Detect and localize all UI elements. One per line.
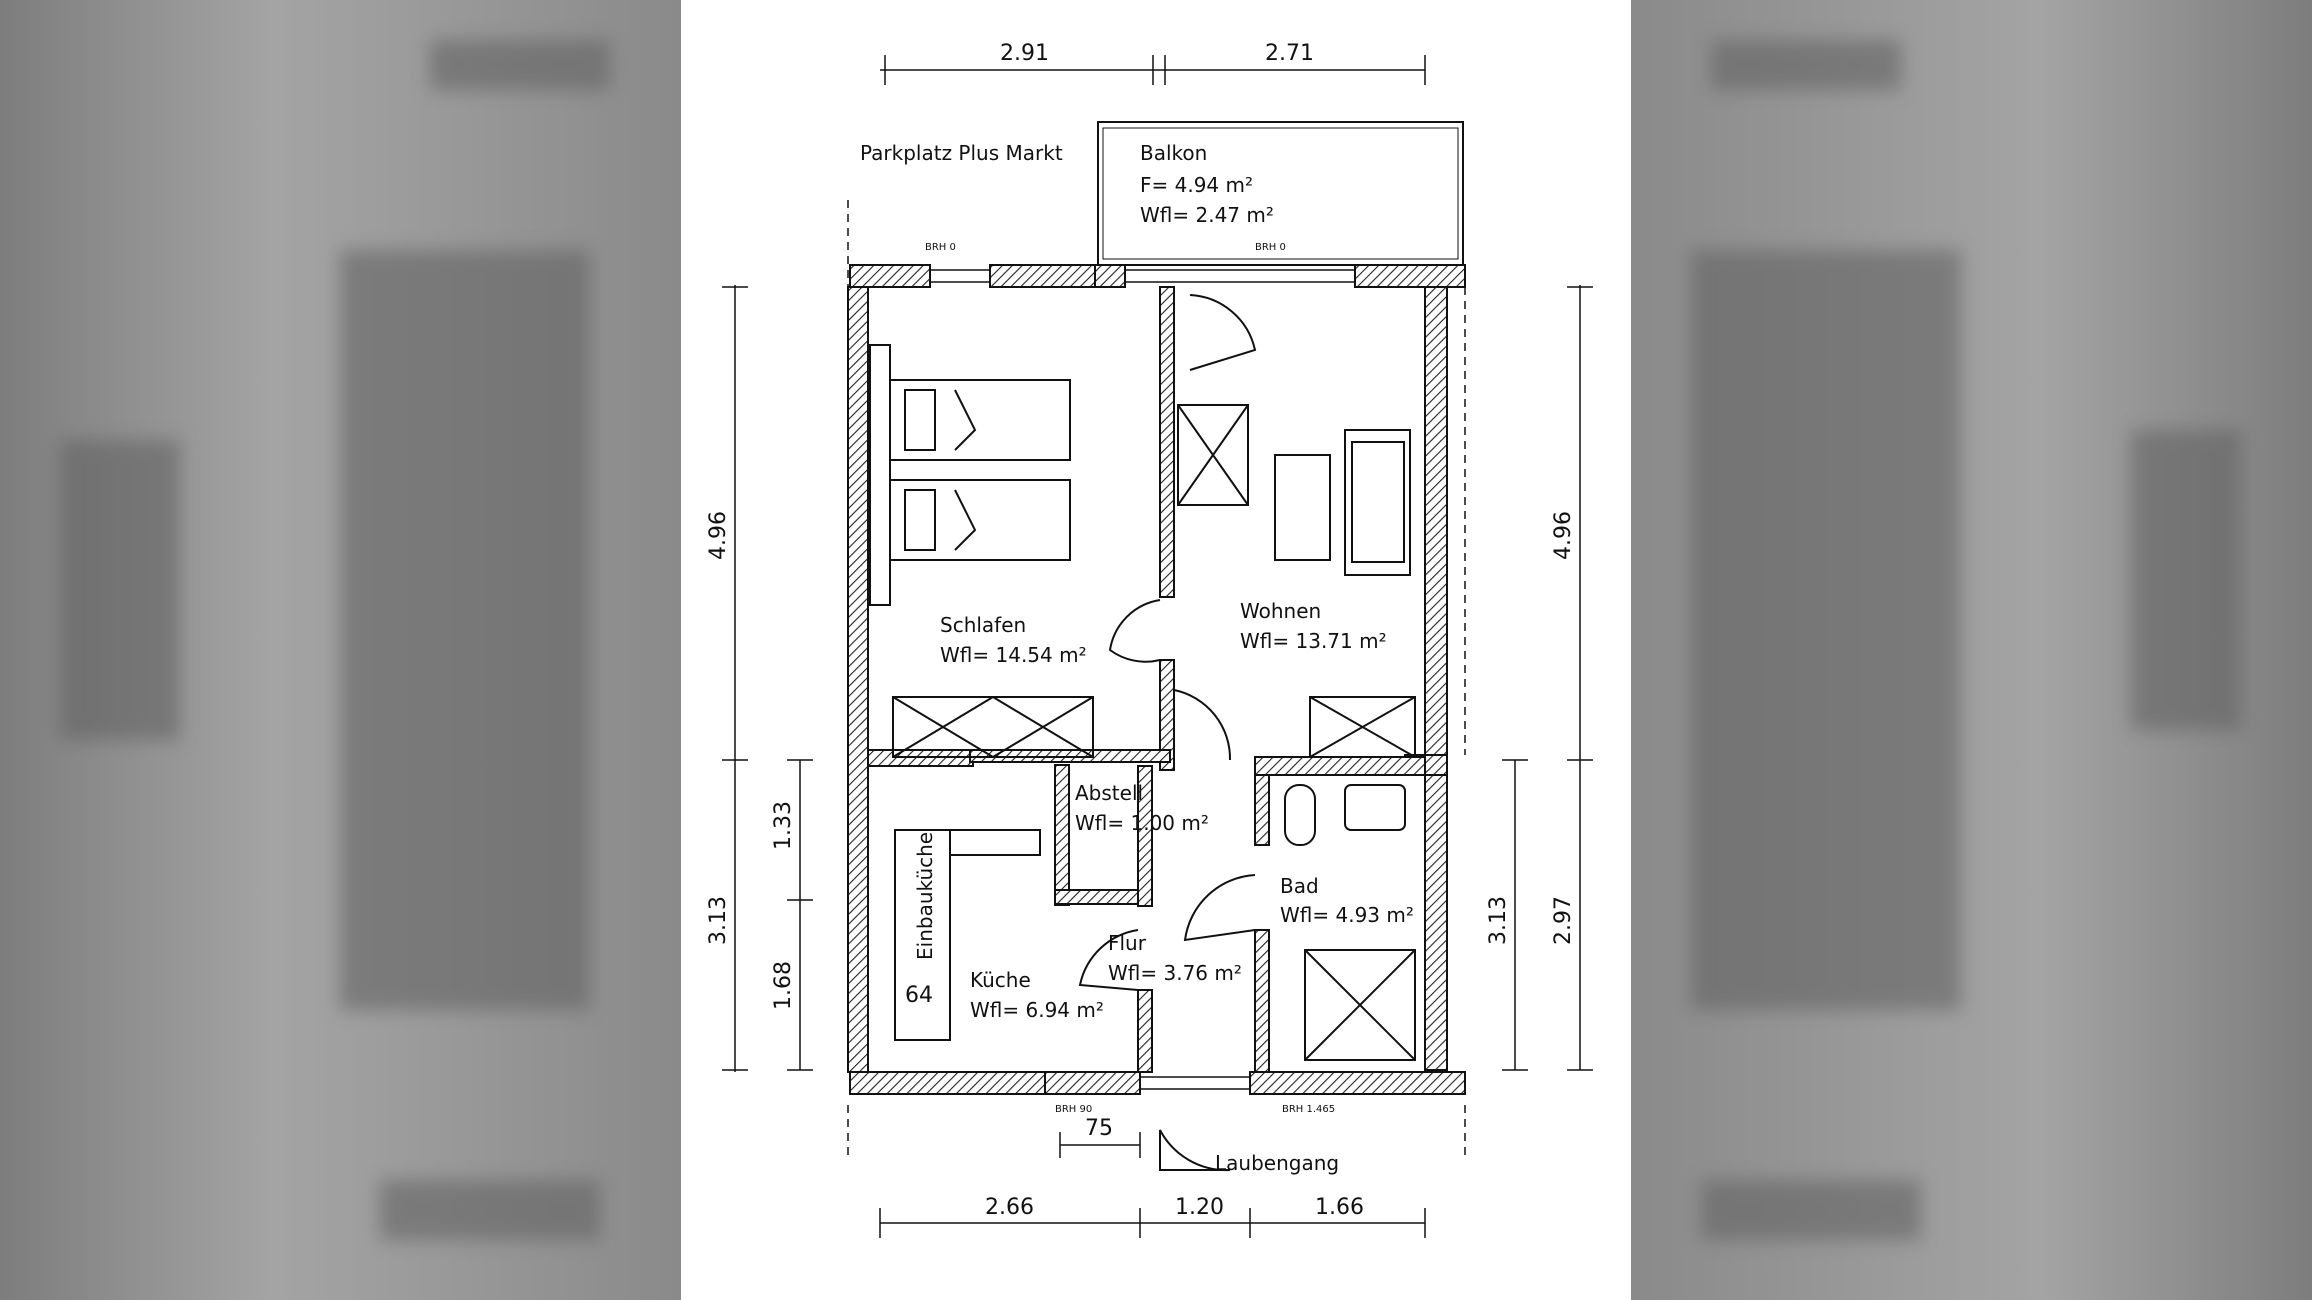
room-flur-area: Wfl= 3.76 m²	[1108, 961, 1242, 985]
interior-walls	[867, 286, 1426, 1073]
doors	[1078, 294, 1257, 1172]
room-bad-name: Bad	[1280, 874, 1319, 898]
blurred-plan-shape	[380, 1180, 600, 1240]
walkway-label: Laubengang	[1215, 1151, 1339, 1175]
room-abstell-area: Wfl= 1.00 m²	[1075, 811, 1209, 835]
dimension-lines	[722, 55, 1593, 1238]
floor-plan-sheet: 2.91 2.71 2.66 1.20 1.66 75 64 4.96 3.13…	[681, 0, 1631, 1300]
dim-counter: 64	[905, 983, 933, 1008]
blurred-background-left	[0, 0, 681, 1300]
kitchenette-label: Einbauküche	[913, 832, 937, 960]
brh-top-left: BRH 0	[925, 242, 956, 253]
dim-left-part-2: 1.68	[771, 961, 796, 1010]
blurred-plan-shape	[340, 250, 590, 1010]
room-schlafen-name: Schlafen	[940, 613, 1026, 637]
dim-right-lower-total: 3.13	[1486, 896, 1511, 945]
windows	[930, 269, 1355, 1090]
brh-top-right: BRH 0	[1255, 242, 1286, 253]
dim-bottom-middle: 1.20	[1175, 1195, 1224, 1220]
blurred-plan-shape	[430, 40, 610, 90]
bed-top	[889, 379, 1071, 461]
parking-label: Parkplatz Plus Markt	[860, 141, 1063, 165]
blurred-plan-shape	[1711, 40, 1901, 90]
room-balkon-area-wfl: Wfl= 2.47 m²	[1140, 203, 1274, 227]
dim-door-width: 75	[1085, 1116, 1113, 1141]
room-kueche-name: Küche	[970, 968, 1031, 992]
furniture	[869, 344, 1416, 1061]
room-kueche-area: Wfl= 6.94 m²	[970, 998, 1104, 1022]
dim-bottom-left: 2.66	[985, 1195, 1034, 1220]
room-abstell-name: Abstell	[1075, 781, 1143, 805]
sink	[1344, 784, 1406, 831]
bed-bottom	[889, 479, 1071, 561]
shower	[1304, 949, 1416, 1061]
room-wohnen-name: Wohnen	[1240, 599, 1321, 623]
room-flur-name: Flur	[1108, 931, 1147, 955]
dim-top-right: 2.71	[1265, 41, 1314, 66]
dim-top-left: 2.91	[1000, 41, 1049, 66]
blurred-plan-shape	[60, 440, 180, 740]
dim-bottom-right: 1.66	[1315, 1195, 1364, 1220]
room-balkon-name: Balkon	[1140, 141, 1207, 165]
balcony	[1097, 121, 1464, 266]
toilet	[1284, 784, 1316, 846]
dim-left-part-1: 1.33	[771, 801, 796, 850]
blurred-plan-shape	[2131, 430, 2241, 730]
blurred-background-right	[1631, 0, 2312, 1300]
living-cabinet	[1309, 696, 1416, 758]
kitchen-counter	[894, 829, 1041, 1041]
dim-left-total: 4.96	[706, 511, 731, 560]
blurred-plan-shape	[1701, 1180, 1921, 1240]
floor-plan: 2.91 2.71 2.66 1.20 1.66 75 64 4.96 3.13…	[706, 41, 1593, 1238]
room-schlafen-area: Wfl= 14.54 m²	[940, 643, 1087, 667]
brh-bottom-right: BRH 1.465	[1282, 1104, 1335, 1115]
dim-right-bath: 2.97	[1551, 896, 1576, 945]
room-wohnen-area: Wfl= 13.71 m²	[1240, 629, 1387, 653]
cabinet	[1177, 404, 1249, 506]
dim-left-lower-total: 3.13	[706, 896, 731, 945]
side-cabinet	[869, 344, 891, 606]
dim-right-total: 4.96	[1551, 511, 1576, 560]
room-bad-area: Wfl= 4.93 m²	[1280, 903, 1414, 927]
sofa	[1344, 429, 1411, 576]
room-balkon-area-f: F= 4.94 m²	[1140, 173, 1253, 197]
brh-bottom-left: BRH 90	[1055, 1104, 1092, 1115]
wardrobe	[892, 696, 1094, 758]
blurred-plan-shape	[1691, 250, 1961, 1010]
table	[1274, 454, 1331, 561]
